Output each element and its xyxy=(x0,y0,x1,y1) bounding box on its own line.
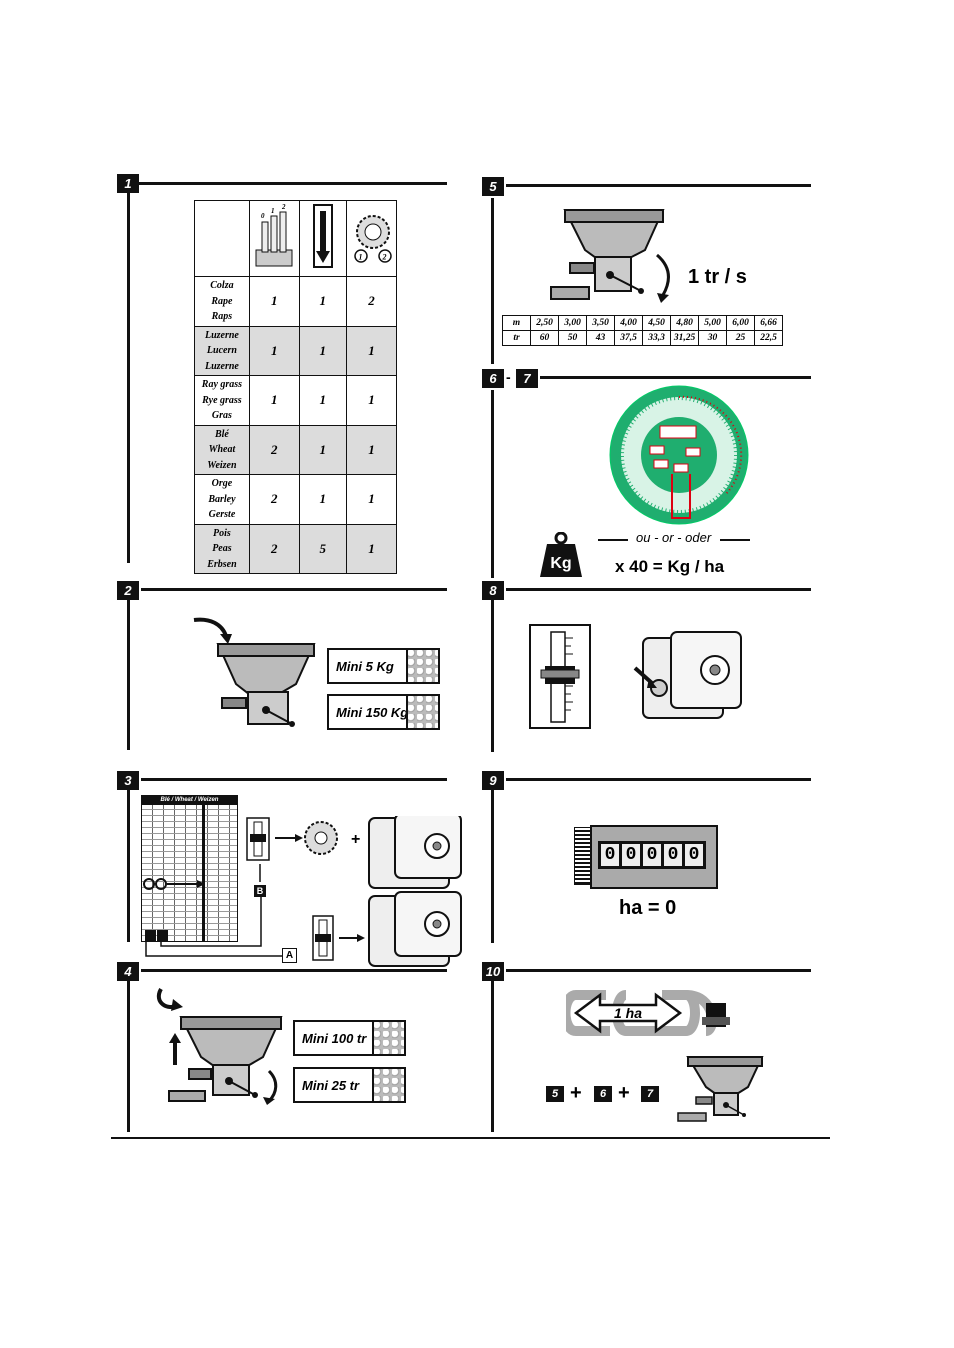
min-25tr-box: Mini 25 tr xyxy=(293,1067,406,1103)
lever-header-cell xyxy=(298,200,348,277)
counter-digit: 0 xyxy=(601,844,619,866)
width-rotation-table: m 2,50 3,00 3,50 4,00 4,50 4,80 5,00 6,0… xyxy=(502,315,783,346)
seed-flap-icon: 0 1 2 xyxy=(255,203,293,267)
plus-sign: + xyxy=(618,1082,630,1104)
min-100tr-box: Mini 100 tr xyxy=(293,1020,406,1056)
table-header-row: 0 1 2 1 2 xyxy=(194,200,397,277)
table-row: m 2,50 3,00 3,50 4,00 4,50 4,80 5,00 6,0… xyxy=(502,315,783,331)
step-5-badge: 5 xyxy=(482,177,504,196)
ref-b-badge: B xyxy=(254,885,266,897)
step-4-badge: 4 xyxy=(117,962,139,981)
lever-gauge-icon xyxy=(312,204,333,268)
svg-text:0: 0 xyxy=(261,212,265,220)
dose-chart-table: Blé / Wheat / Weizen xyxy=(141,795,238,942)
svg-text:Kg: Kg xyxy=(550,555,571,572)
step-10-badge: 10 xyxy=(482,962,504,981)
step-6-7-separator: - xyxy=(506,369,511,385)
hopper-result-icon xyxy=(677,1056,764,1122)
min-150kg-box: Mini 150 Kg xyxy=(327,694,440,730)
step-1-rule xyxy=(139,182,447,185)
step-9-rule xyxy=(506,778,811,781)
step-8-badge: 8 xyxy=(482,581,504,600)
svg-text:2: 2 xyxy=(381,253,386,262)
ref-a-badge: A xyxy=(282,948,297,963)
svg-text:1: 1 xyxy=(271,207,275,215)
dose-chart-pointer-lines xyxy=(143,878,283,957)
field-distance-icon: 1 ha xyxy=(566,990,730,1036)
step-3-badge: 3 xyxy=(117,771,139,790)
gearbox-setting-icons: + xyxy=(246,816,462,967)
hopper-rotation-icon xyxy=(550,209,670,303)
gear-header-cell: 1 2 xyxy=(346,200,397,277)
step-9-side-rule xyxy=(491,790,494,943)
hopper-turn-icon xyxy=(157,988,283,1105)
step-2-side-rule xyxy=(127,600,130,750)
step-8-rule xyxy=(506,588,811,591)
step-7-badge: 7 xyxy=(516,369,538,388)
weight-kg-icon: Kg xyxy=(540,532,582,577)
rotation-speed-label: 1 tr / s xyxy=(688,266,747,288)
gearbox-icon: 1 2 xyxy=(353,215,392,263)
hectare-counter: 0 0 0 0 0 xyxy=(590,825,718,889)
seed-grain-icon xyxy=(372,1069,404,1101)
ha-zero-label: ha = 0 xyxy=(619,897,677,919)
step-5-side-rule xyxy=(491,198,494,364)
seed-grain-icon xyxy=(372,1022,404,1054)
step-2-rule xyxy=(141,588,447,591)
svg-text:1: 1 xyxy=(358,253,362,262)
hopper-fill-icon xyxy=(193,617,316,727)
counter-digit: 0 xyxy=(685,844,703,866)
step-8-side-rule xyxy=(491,600,494,752)
or-separator-text: ou - or - oder xyxy=(636,530,712,545)
step-9-badge: 9 xyxy=(482,771,504,790)
counter-digit: 0 xyxy=(643,844,661,866)
step-5-rule xyxy=(506,184,811,187)
svg-text:2: 2 xyxy=(281,203,286,211)
step-6-7-rule xyxy=(540,376,811,379)
lever-scale-icon xyxy=(529,624,591,729)
bottom-rule xyxy=(111,1137,830,1139)
step-1-side-rule xyxy=(127,193,130,563)
step-10-side-rule xyxy=(491,980,494,1132)
ref-step-6-badge: 6 xyxy=(594,1086,612,1102)
table-row: tr 60 50 43 37,5 33,3 31,25 30 25 22,5 xyxy=(502,330,783,346)
gearbox-adjust-icon xyxy=(633,631,742,719)
empty-header-cell xyxy=(194,200,250,277)
counter-digit: 0 xyxy=(622,844,640,866)
ref-step-7-badge: 7 xyxy=(641,1086,659,1102)
step-6-badge: 6 xyxy=(482,369,504,388)
seed-grain-icon xyxy=(406,650,438,682)
step-10-rule xyxy=(506,969,811,972)
svg-text:+: + xyxy=(351,831,360,848)
seed-grain-icon xyxy=(406,696,438,728)
plus-sign: + xyxy=(570,1082,582,1104)
counter-digit: 0 xyxy=(664,844,682,866)
svg-text:1 ha: 1 ha xyxy=(614,1005,642,1021)
step-6-7-side-rule xyxy=(491,390,494,578)
step-1-badge: 1 xyxy=(117,174,139,193)
flap-header-cell: 0 1 2 xyxy=(248,200,300,277)
kg-per-ha-formula: x 40 = Kg / ha xyxy=(615,557,725,576)
step-4-rule xyxy=(141,969,447,972)
min-5kg-box: Mini 5 Kg xyxy=(327,648,440,684)
step-2-badge: 2 xyxy=(117,581,139,600)
ref-step-5-badge: 5 xyxy=(546,1086,564,1102)
calibration-disc-icon xyxy=(609,385,749,525)
step-3-rule xyxy=(141,778,447,781)
step-4-side-rule xyxy=(127,980,130,1132)
step-3-side-rule xyxy=(127,790,130,942)
